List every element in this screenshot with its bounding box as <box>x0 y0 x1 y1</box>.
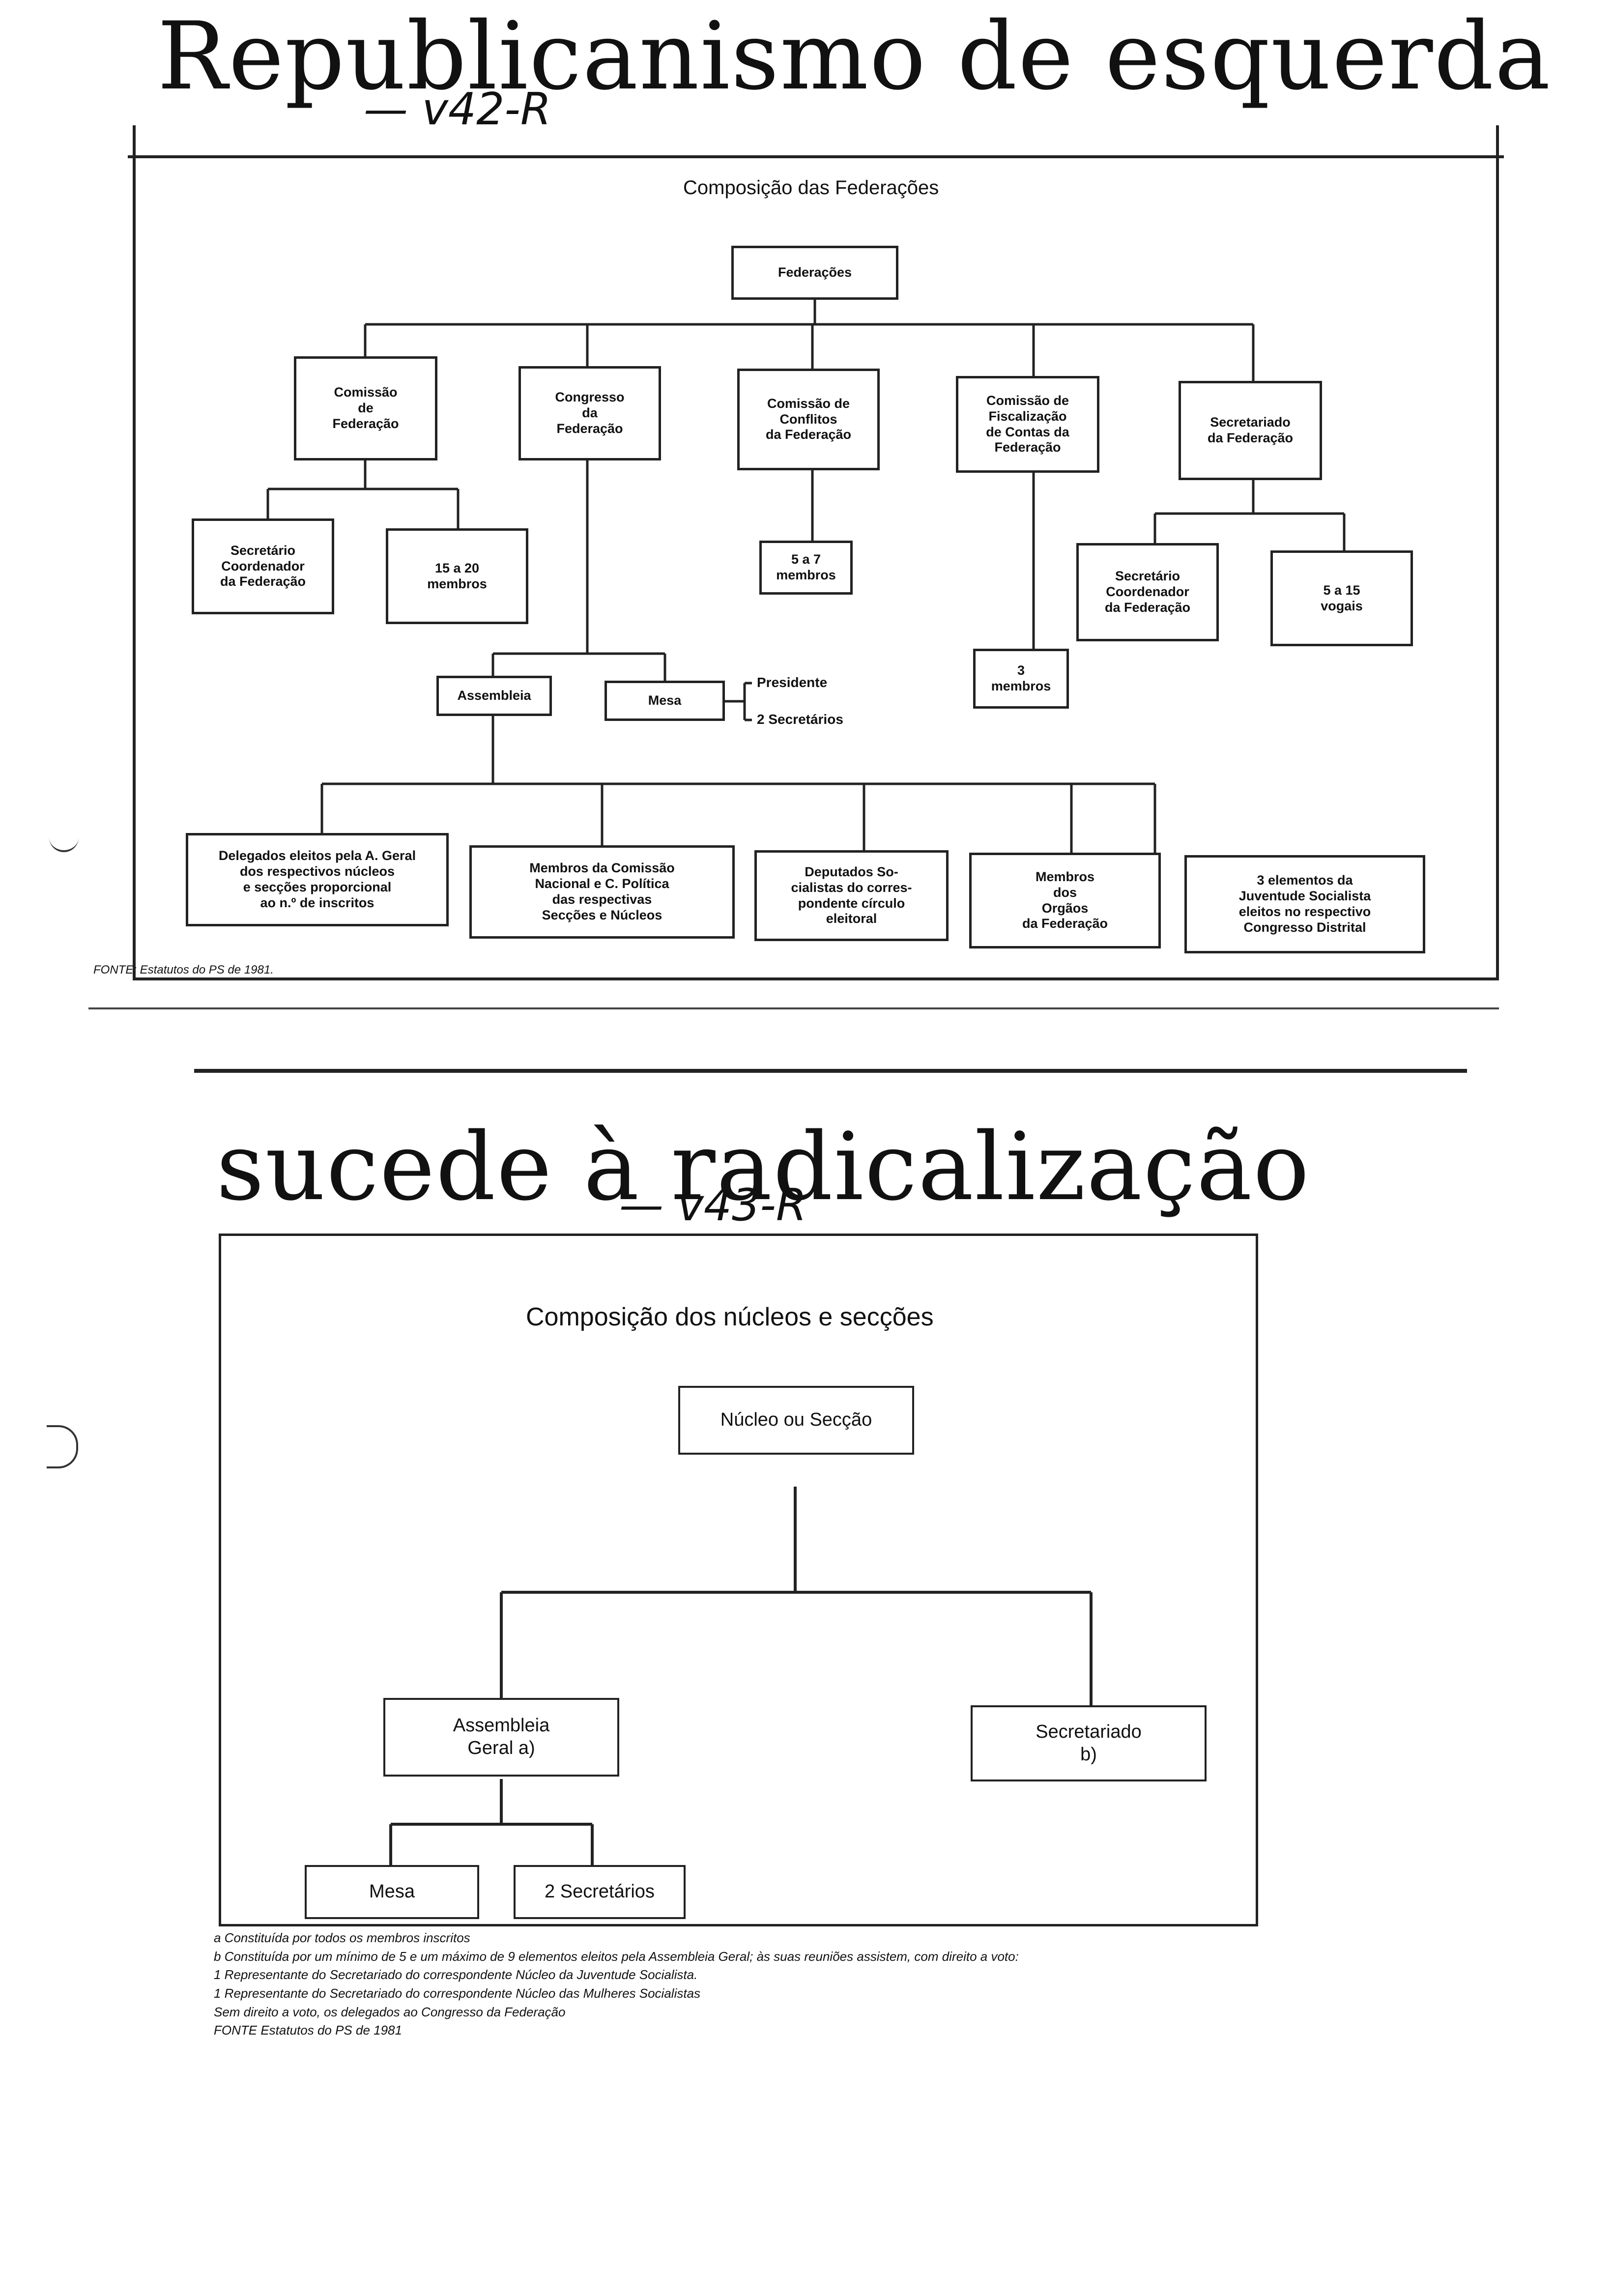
federacoes-root-box: Federações <box>731 246 898 300</box>
footnote-line: b Constituída por um mínimo de 5 e um má… <box>214 1949 1019 1964</box>
comissao-federacao-box: Comissão de Federação <box>294 356 437 460</box>
nucleos-chart-frame <box>219 1234 1258 1926</box>
headline-bottom: sucede à radicalização <box>216 1113 1311 1221</box>
secretariado-secretario-coordenador-box: Secretário Coordenador da Federação <box>1076 543 1219 641</box>
nucleo-seccao-box: Núcleo ou Secção <box>678 1386 914 1455</box>
mesa-presidente-label: Presidente <box>757 675 828 690</box>
federacoes-chart-title: Composição das Federações <box>683 177 939 199</box>
footnote-line: Sem direito a voto, os delegados ao Cong… <box>214 2004 566 2019</box>
top-rule <box>128 155 1504 158</box>
footnote-line: a Constituída por todos os membros inscr… <box>214 1930 470 1945</box>
comissao-conflitos-box: Comissão de Conflitos da Federação <box>737 369 880 470</box>
middle-rule <box>88 1007 1499 1009</box>
conflitos-membros-box: 5 a 7 membros <box>759 541 853 595</box>
secretariado-vogais-box: 5 a 15 vogais <box>1270 550 1413 646</box>
assembleia-membros-comissao-box: Membros da Comissão Nacional e C. Políti… <box>469 845 735 939</box>
federacoes-source: FONTE: Estatutos do PS de 1981. <box>93 963 274 976</box>
secretarios-box-nucleo: 2 Secretários <box>514 1865 686 1919</box>
bottom-rule <box>194 1069 1467 1073</box>
fiscalizacao-membros-box: 3 membros <box>973 649 1069 709</box>
assembleia-box: Assembleia <box>436 676 552 716</box>
comissao-membros-box: 15 a 20 membros <box>386 528 528 624</box>
nucleos-chart-title: Composição dos núcleos e secções <box>526 1303 934 1331</box>
mesa-box-nucleo: Mesa <box>305 1865 479 1919</box>
assembleia-membros-orgaos-box: Membros dos Orgãos da Federação <box>969 853 1161 948</box>
assembleia-geral-box: Assembleia Geral a) <box>383 1698 619 1777</box>
secretariado-box: Secretariado b) <box>971 1705 1207 1781</box>
footnotes: a Constituída por todos os membros inscr… <box>214 1929 1019 2040</box>
margin-mark <box>49 831 79 852</box>
footnote-line: 1 Representante do Secretariado do corre… <box>214 1986 701 2001</box>
assembleia-delegados-box: Delegados eleitos pela A. Geral dos resp… <box>186 833 449 926</box>
handwritten-note-top: — v42-R <box>364 84 551 135</box>
assembleia-deputados-box: Deputados So- cialistas do corres- ponde… <box>754 850 949 941</box>
margin-mark <box>47 1425 78 1468</box>
federacoes-chart-frame <box>133 125 1499 980</box>
headline-top: Republicanismo de esquerda <box>157 2 1552 111</box>
secretariado-federacao-box: Secretariado da Federação <box>1179 381 1322 480</box>
handwritten-note-bottom: — v43-R <box>619 1179 807 1231</box>
assembleia-juventude-socialista-box: 3 elementos da Juventude Socialista elei… <box>1184 855 1425 953</box>
footnote-line: 1 Representante do Secretariado do corre… <box>214 1967 698 1982</box>
mesa-secretarios-label: 2 Secretários <box>757 712 843 727</box>
footnote-line: FONTE Estatutos do PS de 1981 <box>214 2023 402 2038</box>
comissao-secretario-coordenador-box: Secretário Coordenador da Federação <box>192 518 334 614</box>
comissao-fiscalizacao-box: Comissão de Fiscalização de Contas da Fe… <box>956 376 1099 473</box>
congresso-federacao-box: Congresso da Federação <box>518 366 661 460</box>
mesa-box: Mesa <box>604 681 725 721</box>
